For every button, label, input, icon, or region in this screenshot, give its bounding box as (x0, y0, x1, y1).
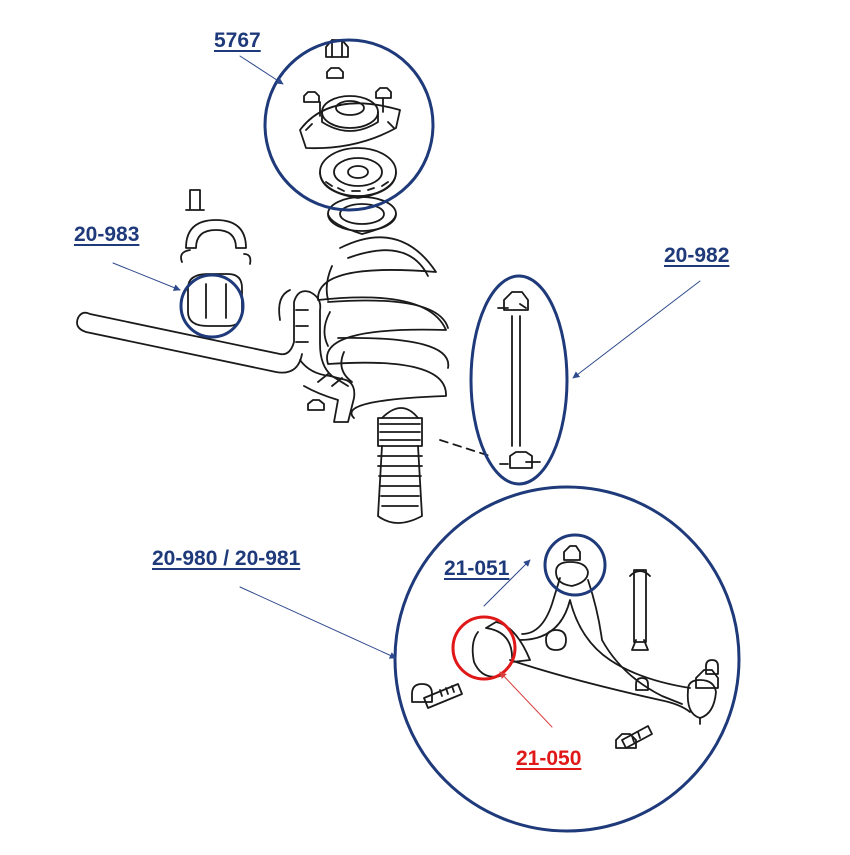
leader-ball-joint (483, 559, 531, 607)
coil-spring (317, 236, 450, 419)
callout-arm-bushing[interactable]: 21-050 (516, 747, 582, 770)
leader-arm-bushing (499, 671, 553, 728)
lower-control-arm (411, 545, 719, 749)
ring-stabilizer-bushing[interactable] (179, 273, 245, 339)
ring-control-arm[interactable] (393, 485, 741, 833)
stabilizer-link (497, 291, 541, 469)
callout-ball-joint[interactable]: 21-051 (444, 557, 510, 580)
ring-strut-mount[interactable] (263, 38, 435, 212)
highlight-rings (179, 38, 741, 833)
callout-control-arm[interactable]: 20-980 / 20-981 (152, 547, 301, 570)
callout-strut-mount[interactable]: 5767 (214, 29, 261, 52)
stabilizer-bar (76, 189, 356, 423)
callout-stabilizer-bushing[interactable]: 20-983 (74, 223, 140, 246)
leader-stabilizer-link (572, 280, 701, 379)
ring-arm-bushing[interactable] (451, 615, 517, 681)
ring-stabilizer-link[interactable] (469, 274, 569, 486)
leader-control-arm (239, 586, 397, 659)
leader-lines (112, 55, 701, 728)
strut-top-mount (299, 39, 401, 235)
ring-ball-joint[interactable] (543, 533, 607, 597)
leader-strut-mount (239, 55, 284, 85)
dust-boot (377, 407, 491, 524)
leader-stabilizer-bushing (112, 262, 181, 291)
callout-stabilizer-link[interactable]: 20-982 (664, 244, 730, 267)
